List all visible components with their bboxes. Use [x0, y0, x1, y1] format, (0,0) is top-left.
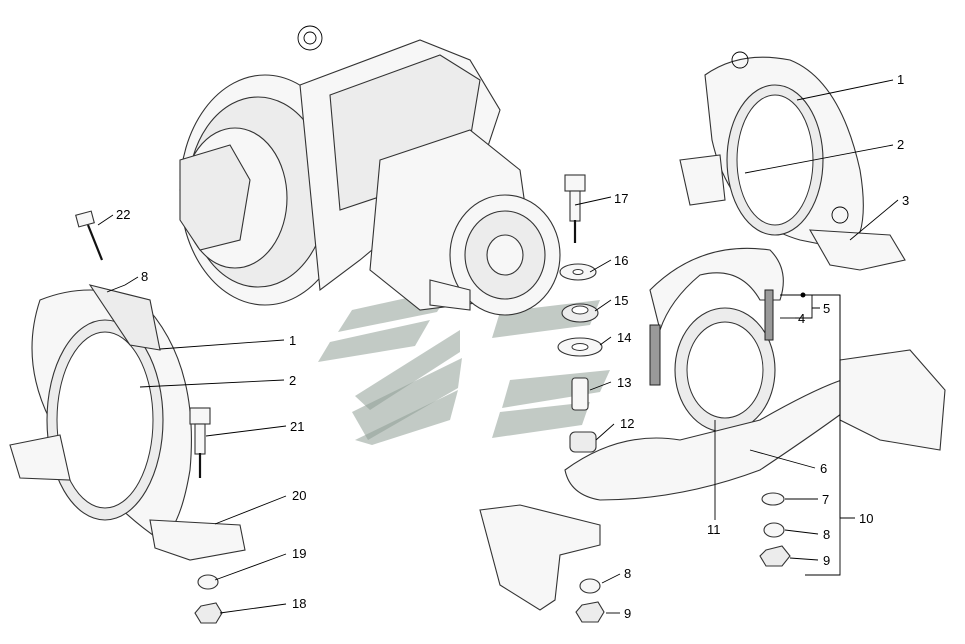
callout-2-top: 2 — [897, 137, 904, 152]
callout-9-right: 9 — [823, 553, 830, 568]
callout-8-left: 8 — [141, 269, 148, 284]
callout-11: 11 — [707, 522, 721, 537]
callout-15: 15 — [614, 293, 628, 308]
callout-9-bottom: 9 — [624, 606, 631, 621]
gearbox-assembly — [179, 25, 561, 316]
callout-8-right: 8 — [823, 527, 830, 542]
callout-12: 12 — [620, 416, 634, 431]
callout-6: 6 — [820, 461, 827, 476]
callout-2-left: 2 — [289, 373, 296, 388]
callout-labels: 1 2 3 17 16 15 14 13 12 22 8 1 2 21 20 1… — [116, 72, 909, 621]
callout-21: 21 — [290, 419, 304, 434]
callout-20: 20 — [292, 488, 306, 503]
callout-1-top: 1 — [897, 72, 904, 87]
callout-18: 18 — [292, 596, 306, 611]
callout-8-bottom: 8 — [624, 566, 631, 581]
callout-19: 19 — [292, 546, 306, 561]
callout-22: 22 — [116, 207, 130, 222]
callout-7: 7 — [822, 492, 829, 507]
callout-16: 16 — [614, 253, 628, 268]
callout-10: 10 — [859, 511, 873, 526]
support-bracket-assembly — [564, 247, 946, 501]
right-clamp-assembly — [679, 51, 906, 271]
left-clamp-assembly — [9, 284, 246, 561]
callout-5: 5 — [823, 301, 830, 316]
callout-14: 14 — [617, 330, 631, 345]
callout-13: 13 — [617, 375, 631, 390]
callout-1-left: 1 — [289, 333, 296, 348]
mount-bracket — [479, 504, 601, 611]
fasteners — [75, 174, 806, 624]
callout-4: 4 — [798, 311, 805, 326]
callout-3: 3 — [902, 193, 909, 208]
leader-lines — [97, 79, 899, 614]
callout-17: 17 — [614, 191, 628, 206]
